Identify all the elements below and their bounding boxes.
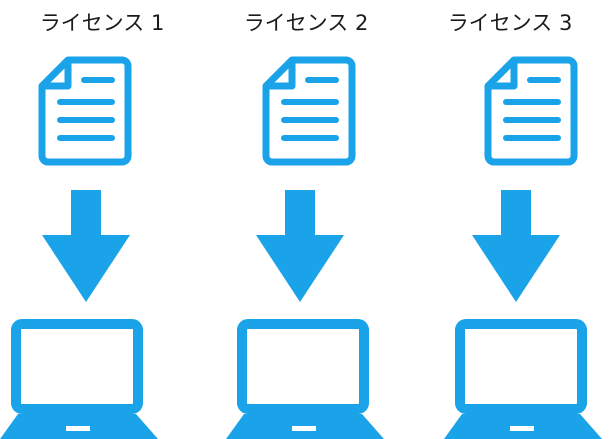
- license-column-3: ライセンス 3: [408, 0, 612, 439]
- arrow-down-icon: [256, 190, 344, 302]
- laptop-icon: [444, 319, 602, 439]
- document-icon: [38, 56, 132, 166]
- document-icon: [484, 56, 578, 166]
- license-label-1: ライセンス 1: [39, 11, 165, 35]
- license-label-3: ライセンス 3: [447, 11, 573, 35]
- arrow-down-icon: [42, 190, 130, 302]
- license-column-2: ライセンス 2: [204, 0, 408, 439]
- license-column-1: ライセンス 1: [0, 0, 204, 439]
- laptop-icon: [0, 319, 158, 439]
- document-icon: [262, 56, 356, 166]
- license-label-2: ライセンス 2: [243, 11, 369, 35]
- laptop-icon: [226, 319, 384, 439]
- arrow-down-icon: [472, 190, 560, 302]
